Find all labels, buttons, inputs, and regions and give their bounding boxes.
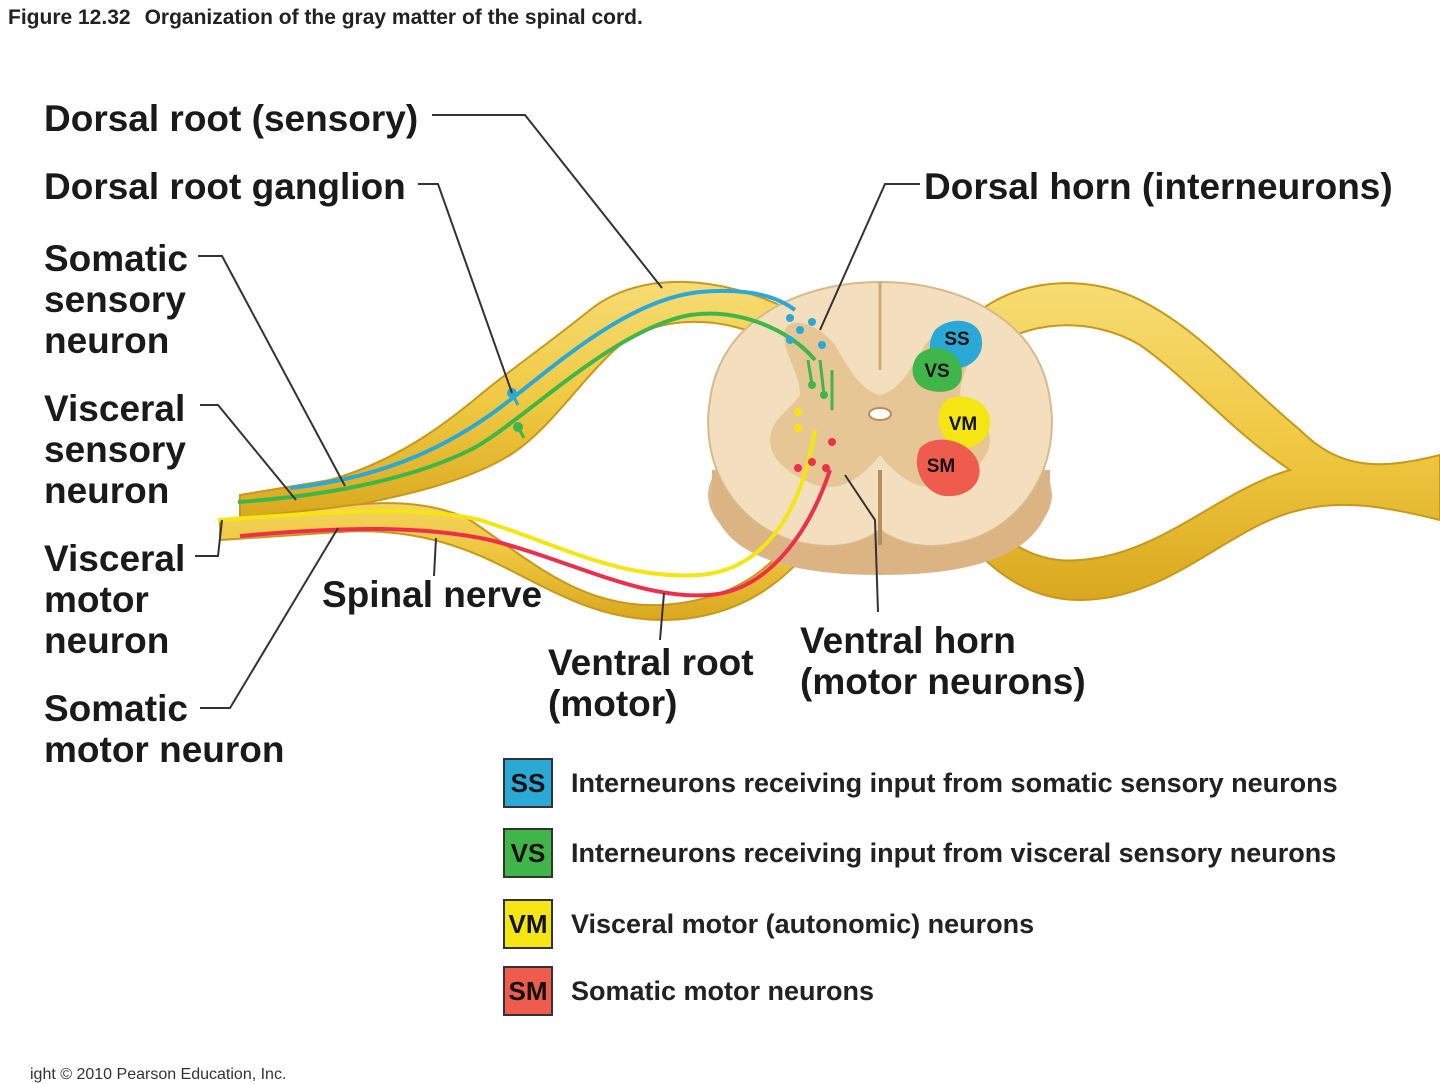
label-spinal-nerve: Spinal nerve: [322, 574, 543, 615]
legend-swatch-vs: VS: [503, 828, 553, 878]
legend-swatch-sm: SM: [503, 966, 553, 1016]
legend-swatch-ss: SS: [503, 758, 553, 808]
spinal-cord-section: [707, 280, 1053, 575]
somatic-sensory-path: [289, 288, 797, 490]
label-somatic-motor-neuron: Somatic motor neuron: [44, 688, 285, 770]
legend-row-vm: VM Visceral motor (autonomic) neurons: [503, 899, 1433, 951]
legend-row-sm: SM Somatic motor neurons: [503, 966, 1433, 1018]
legend-swatch-vm: VM: [503, 899, 553, 949]
right-nerve: [948, 282, 1440, 602]
somatic-motor-path: [239, 469, 832, 598]
leader-lines: [195, 114, 920, 709]
label-ventral-root: Ventral root (motor): [548, 642, 754, 724]
label-dorsal-root-ganglion: Dorsal root ganglion: [44, 166, 406, 207]
label-visceral-motor-neuron: Visceral motor neuron: [44, 538, 186, 661]
legend-row-ss: SS Interneurons receiving input from som…: [503, 758, 1433, 810]
legend-text-vs: Interneurons receiving input from viscer…: [571, 838, 1337, 868]
visceral-sensory-path: [237, 311, 817, 504]
legend-text-vm: Visceral motor (autonomic) neurons: [571, 909, 1035, 939]
figure-title: Organization of the gray matter of the s…: [144, 6, 643, 29]
figure-caption: Figure 12.32 Organization of the gray mat…: [8, 6, 643, 30]
zone-vs-label: VS: [924, 361, 949, 382]
legend-text-ss: Interneurons receiving input from somati…: [571, 768, 1338, 798]
label-somatic-sensory-neuron: Somatic sensory neuron: [44, 238, 188, 361]
label-dorsal-horn: Dorsal horn (interneurons): [924, 166, 1393, 207]
label-ventral-horn: Ventral horn (motor neurons): [800, 620, 1086, 702]
sensory-terminals: [786, 314, 836, 472]
label-dorsal-root: Dorsal root (sensory): [44, 98, 419, 139]
visceral-motor-path: [217, 429, 817, 578]
legend-row-vs: VS Interneurons receiving input from vis…: [503, 828, 1433, 880]
copyright-footer: ight © 2010 Pearson Education, Inc.: [30, 1066, 287, 1083]
zone-ss-label: SS: [944, 329, 969, 350]
zone-vm: [938, 396, 990, 448]
zone-sm: [916, 439, 980, 497]
label-visceral-sensory-neuron: Visceral sensory neuron: [44, 388, 186, 511]
zone-vs: [912, 347, 963, 392]
zone-vm-label: VM: [949, 414, 978, 435]
legend-text-sm: Somatic motor neurons: [571, 976, 875, 1006]
zone-sm-label: SM: [927, 456, 956, 477]
figure-number: Figure 12.32: [8, 6, 131, 29]
